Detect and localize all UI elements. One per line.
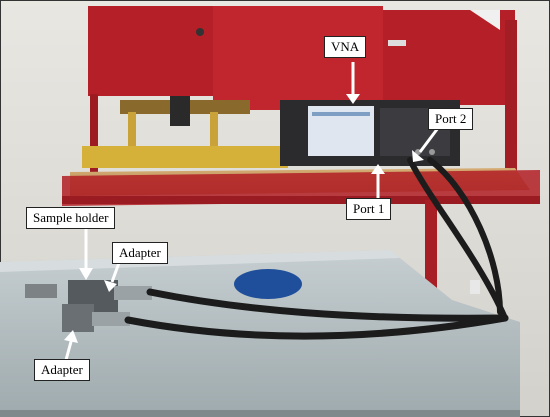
annotation-arrows bbox=[64, 62, 440, 361]
label-vna: VNA bbox=[324, 36, 367, 58]
sample-holder-assembly bbox=[62, 280, 152, 332]
coax-cables bbox=[124, 157, 509, 340]
sample-block bbox=[25, 284, 57, 298]
label-sample-holder: Sample holder bbox=[26, 207, 116, 229]
label-adapter-bottom: Adapter bbox=[34, 359, 90, 381]
blue-mouse bbox=[234, 269, 302, 299]
yellow-stand bbox=[82, 96, 288, 168]
label-adapter-top: Adapter bbox=[112, 242, 168, 264]
label-port-2: Port 2 bbox=[428, 108, 474, 130]
red-cabinet bbox=[88, 6, 517, 175]
label-port-1: Port 1 bbox=[346, 198, 392, 220]
